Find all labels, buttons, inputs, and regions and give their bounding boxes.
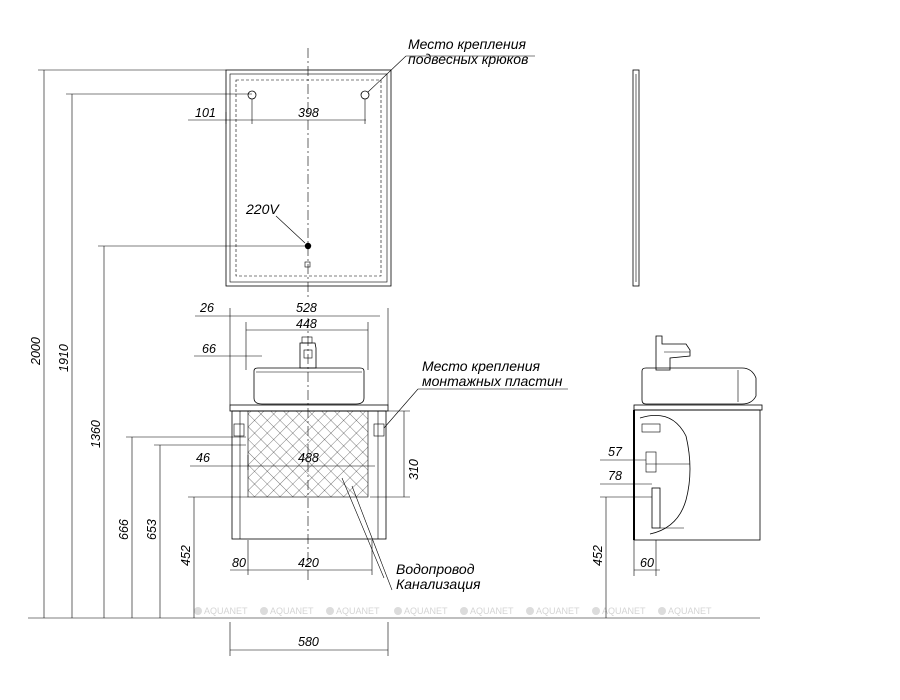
plate-note-leader (383, 388, 419, 429)
dim-pipe-offset: 80 (232, 556, 246, 570)
height-dimensions (38, 69, 305, 618)
countertop (229, 404, 389, 412)
dim-height-cabinet-top: 666 (117, 519, 131, 540)
countertop-side (633, 404, 763, 411)
basin (253, 367, 365, 405)
watermark-logo: AQUANET (658, 606, 712, 616)
mount-plate-right (373, 423, 385, 437)
dim-hook-offset: 101 (195, 106, 216, 120)
dim-height-hooks: 1910 (57, 344, 71, 372)
dim-overall-width: 580 (298, 635, 319, 649)
watermark-logo: AQUANET (326, 606, 380, 616)
voltage-leader (275, 215, 306, 244)
hook-note-line1: Место крепления (408, 36, 527, 52)
hook-mark-right (360, 90, 370, 100)
svg-text:AQUANET: AQUANET (336, 606, 380, 616)
dim-hook-spacing: 398 (298, 106, 319, 120)
dim-countertop-width: 528 (296, 301, 317, 315)
mount-plate-left (233, 423, 245, 437)
dim-side-depth-60: 60 (640, 556, 654, 570)
svg-text:AQUANET: AQUANET (204, 606, 248, 616)
dim-cabinet-height: 310 (407, 459, 421, 480)
dim-height-total: 2000 (29, 337, 43, 366)
cabinet-side (633, 409, 761, 541)
plate-note-line2: монтажных пластин (422, 373, 563, 389)
svg-text:AQUANET: AQUANET (602, 606, 646, 616)
watermark-row: AQUANET AQUANET AQUANET AQUANET AQUANET … (194, 606, 712, 616)
pipe-note-leader (351, 485, 393, 591)
dim-side-offset-78: 78 (608, 469, 622, 483)
mirror-side (632, 69, 640, 287)
dim-side-offset-57: 57 (608, 445, 623, 459)
dim-faucet-offset: 66 (202, 342, 216, 356)
dim-height-power: 1360 (89, 420, 103, 448)
dim-height-cabinet-bottom: 452 (179, 545, 193, 566)
hook-note-leader (367, 55, 407, 93)
dim-cabinet-inner-width: 488 (298, 451, 319, 465)
svg-text:AQUANET: AQUANET (536, 606, 580, 616)
watermark-logo: AQUANET (592, 606, 646, 616)
svg-text:AQUANET: AQUANET (470, 606, 514, 616)
vanity-side (633, 335, 763, 541)
pipe-note-line1: Водопровод (396, 561, 475, 577)
basin-side (641, 367, 757, 405)
watermark-logo: AQUANET (194, 606, 248, 616)
pipe-note-line2: Канализация (396, 576, 481, 592)
svg-text:AQUANET: AQUANET (668, 606, 712, 616)
svg-text:AQUANET: AQUANET (404, 606, 448, 616)
dim-basin-width: 448 (296, 317, 317, 331)
mirror-front (225, 69, 392, 287)
dim-side-height-452: 452 (591, 545, 605, 566)
dim-cabinet-side-offset: 46 (196, 451, 210, 465)
dim-pipe-spacing: 420 (298, 556, 319, 570)
hook-mark-left (247, 90, 257, 100)
vanity-front (229, 336, 389, 540)
watermark-logo: AQUANET (394, 606, 448, 616)
drawer-curve (639, 414, 691, 535)
hook-note-line2: подвесных крюков (408, 51, 528, 67)
watermark-logo: AQUANET (526, 606, 580, 616)
plate-note-line1: Место крепления (422, 358, 541, 374)
svg-text:AQUANET: AQUANET (270, 606, 314, 616)
faucet-side (655, 335, 691, 371)
voltage-label: 220V (245, 201, 280, 217)
watermark-logo: AQUANET (460, 606, 514, 616)
switch-mark (304, 261, 311, 268)
watermark-logo: AQUANET (260, 606, 314, 616)
dim-top-overhang: 26 (199, 301, 214, 315)
dim-height-cabinet-inner: 653 (145, 519, 159, 540)
